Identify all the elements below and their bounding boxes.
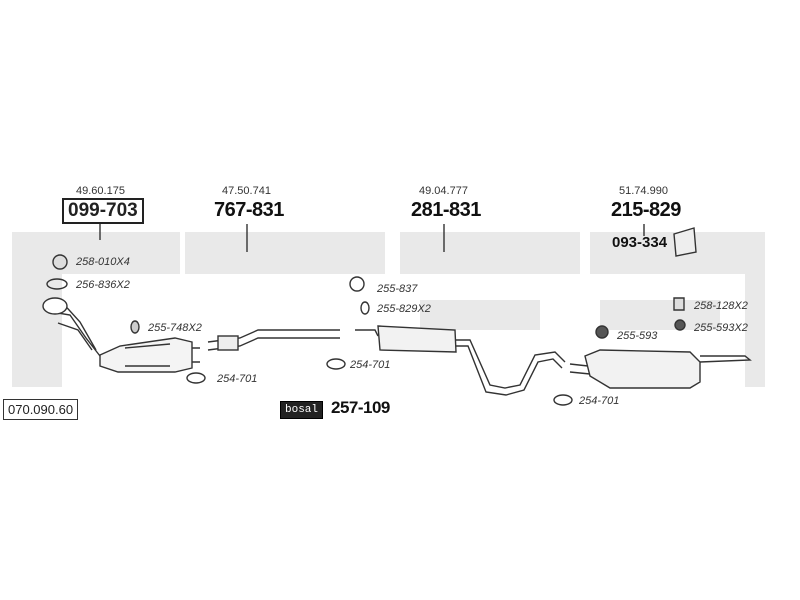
rear-silencer	[584, 349, 701, 389]
middle-pipe-inlet	[355, 329, 379, 337]
brand-logo: bosal	[280, 401, 324, 419]
part-label-5: 254-701	[350, 359, 391, 371]
part-label-11: 254-701	[579, 395, 620, 407]
gasket-icon	[46, 278, 68, 290]
sub-part-number[interactable]: 093-334	[612, 234, 668, 251]
mount-icon-1	[349, 276, 365, 292]
section-1-part-number[interactable]: 099-703	[62, 198, 144, 224]
watermark-band-3	[400, 232, 580, 274]
hanger-icon-2	[360, 301, 370, 315]
part-label-9: 258-128X2	[694, 300, 748, 312]
part-label-4: 254-701	[217, 373, 258, 385]
section-2-ref: 47.50.741	[222, 185, 271, 197]
part-label-6: 255-837	[377, 283, 418, 295]
kit-number[interactable]: 257-109	[331, 398, 390, 417]
part-label-10: 255-593X2	[694, 322, 748, 334]
mounting-bracket-icon	[673, 227, 697, 257]
watermark-band-2	[185, 232, 385, 274]
watermark-band-7	[420, 300, 540, 330]
part-label-8: 255-593	[617, 330, 658, 342]
clamp-icon-2	[326, 358, 346, 370]
middle-pipe-outlet	[456, 339, 566, 396]
catalytic-converter	[99, 337, 193, 373]
hanger-icon-1	[130, 320, 140, 334]
ring-icon	[595, 325, 609, 339]
part-label-2: 256-836X2	[76, 279, 130, 291]
section-4-part-number[interactable]: 215-829	[611, 199, 681, 221]
section-2-part-number[interactable]: 767-831	[214, 199, 284, 221]
section-1-ref: 49.60.175	[76, 185, 125, 197]
manifold-flange	[42, 297, 68, 315]
watermark-band-8	[600, 300, 720, 330]
nut-icon	[52, 254, 68, 270]
bracket-icon	[673, 297, 685, 311]
part-label-3: 255-748X2	[148, 322, 202, 334]
clamp-icon-3	[553, 394, 573, 406]
section-4-ref: 51.74.990	[619, 185, 668, 197]
part-label-1: 258-010X4	[76, 256, 130, 268]
middle-silencer	[377, 325, 457, 353]
flex-joint	[217, 335, 239, 351]
part-label-7: 255-829X2	[377, 303, 431, 315]
catalog-number: 070.090.60	[3, 399, 79, 420]
tail-pipe	[699, 355, 752, 363]
section-3-part-number[interactable]: 281-831	[411, 199, 481, 221]
ring-icon-2	[674, 319, 686, 331]
clamp-icon-1	[186, 372, 206, 384]
watermark-band-6	[745, 232, 765, 387]
section-3-ref: 49.04.777	[419, 185, 468, 197]
